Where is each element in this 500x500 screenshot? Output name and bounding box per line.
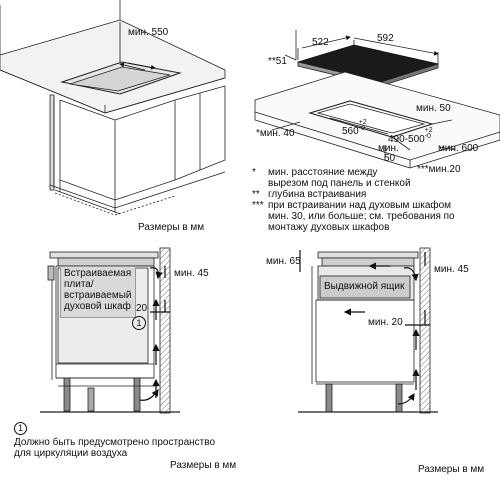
oven-label-line: встраиваемый [64, 290, 132, 301]
dim-min65-label: мин. 65 [266, 256, 301, 267]
dim-550-arrow [119, 22, 156, 71]
footnote-line: Должно быть предусмотрено пространство [14, 437, 216, 448]
dim-490-tol-minus: -0 [424, 133, 431, 140]
note-line: монтажу духовых шкафов [268, 222, 390, 233]
dim-min50-label: мин. 50 [416, 103, 451, 114]
dim-min50b-label: мин. [378, 143, 399, 154]
units-label-top-left: Размеры в мм [138, 222, 205, 233]
bottom-right-airflow-arrows [299, 250, 430, 405]
oven-label-line: духовой шкаф [64, 301, 131, 312]
top-right-hob-drawing [254, 30, 500, 169]
dim-20-label-left: 20 [136, 303, 148, 314]
dim-min40-label: *мин. 40 [256, 128, 295, 139]
dim-min600-label: мин. 600 [438, 143, 479, 154]
dim-560-label: 560+2-0 [342, 119, 367, 137]
circle-mark-1: 1 [132, 316, 146, 330]
dim-min550-label: мин. 550 [128, 27, 169, 38]
oven-label-line: Встраиваемая [64, 268, 132, 279]
top-left-cabinet-drawing [0, 0, 226, 216]
units-label-bottom-left: Размеры в мм [170, 460, 237, 471]
dim-min20-label: ***мин.20 [417, 164, 461, 175]
dim-560-tol-plus: +2 [358, 119, 367, 126]
dim-min20-label-right: мин. 20 [368, 317, 403, 328]
drawer-label: Выдвижной ящик [324, 281, 405, 292]
dim-51-label: **51 [268, 56, 287, 67]
dim-560-value: 560 [342, 126, 359, 137]
dim-490-tol-plus: +2 [424, 127, 433, 134]
note-line: ***при встраивании над духовым шкафом [252, 200, 452, 211]
units-label-bottom-right: Размеры в мм [418, 464, 485, 475]
oven-label-box: Встраиваемая плита/ встраиваемый духовой… [60, 266, 136, 318]
dim-560-tol-minus: -0 [358, 125, 365, 132]
dim-592-label: 592 [377, 33, 394, 44]
note-line: мин. 30, или больше; см. требования по [268, 211, 455, 222]
oven-label-line: плита/ [64, 279, 94, 290]
note-line: **глубина встраивания [252, 189, 367, 200]
notes-block: *мин. расстояние между вырезом под панел… [252, 167, 492, 233]
bottom-right-section-drawing [298, 247, 438, 414]
dim-min50b-value: 50 [384, 153, 396, 164]
bottom-left-airflow-arrows [139, 266, 170, 401]
dim-490-500-value: 490-500 [388, 134, 425, 145]
dim-522-label: 522 [312, 37, 329, 48]
footnote-line: для циркуляции воздуха [14, 448, 128, 459]
dim-min45-label-right: мин. 45 [434, 264, 469, 275]
note-line: вырезом под панель и стенкой [268, 178, 411, 189]
dim-min45-label-left: мин. 45 [174, 268, 209, 279]
dim-490-500-label: 490-500+2-0 [388, 127, 433, 145]
footnote-circle-mark: 1 [14, 422, 27, 435]
note-line: *мин. расстояние между [252, 167, 378, 178]
